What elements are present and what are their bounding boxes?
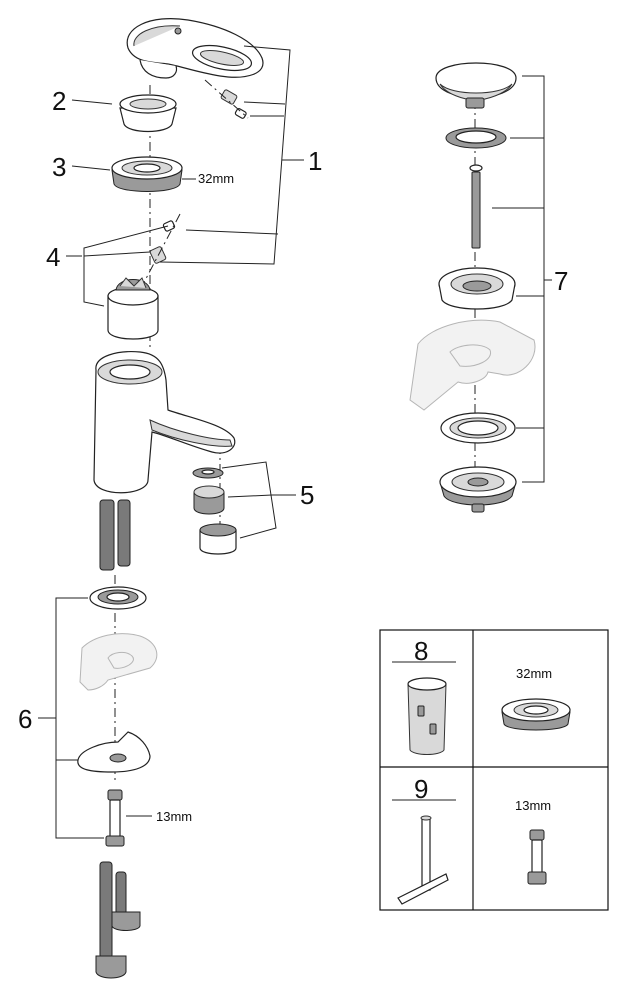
spanner-tool-8 [407,677,447,755]
callout-label-1: 1 [308,146,322,176]
callout-label-7: 7 [554,266,568,296]
callout-3: 3 32mm [52,152,234,186]
nut-32mm-drawing [501,698,571,731]
faucet-body [93,351,236,494]
aerator-seal [192,467,224,479]
connector-size-label: 13mm [156,809,192,824]
countertop-ghost [79,633,158,691]
callout-label-2: 2 [52,86,66,116]
tool-size-13mm: 13mm [515,798,551,813]
callout-label-5: 5 [300,480,314,510]
tool-size-32mm: 32mm [516,666,552,681]
waste-body-flange [439,466,517,513]
tool-number-9: 9 [414,774,428,804]
cover-cap [119,94,177,133]
supply-hoses-upper [99,499,131,571]
threaded-connector [105,789,125,847]
hex-key-tool-9 [397,815,449,905]
cartridge-screws [139,213,181,291]
nut-size-label: 32mm [198,171,234,186]
basin-ghost [409,319,536,411]
waste-washer [440,412,516,444]
callout-4: 4 [46,225,169,307]
supply-hoses-lower [95,861,141,979]
callout-label-4: 4 [46,242,60,272]
waste-plug-cap [435,62,517,109]
cartridge-nut [111,156,183,192]
tools-table: 8 32mm 9 13mm [379,629,609,911]
tool-number-8: 8 [414,636,428,666]
aerator-insert [193,485,225,515]
callout-2: 2 [52,86,113,116]
callout-label-3: 3 [52,152,66,182]
plug-seal-ring [445,127,507,149]
plug-rod [469,164,483,249]
callout-label-6: 6 [18,704,32,734]
cartridge [107,277,159,340]
callout-5: 5 [221,461,314,539]
callout-7: 7 [492,75,568,483]
connector-13mm-drawing [527,829,547,885]
lever-handle [126,18,264,79]
waste-flange [438,267,516,310]
grub-screw [204,79,249,119]
callout-1: 1 [159,45,322,265]
aerator-housing [199,523,237,555]
callout-6: 6 13mm [18,597,192,839]
mounting-bracket [77,731,151,773]
mounting-washer [89,586,147,610]
